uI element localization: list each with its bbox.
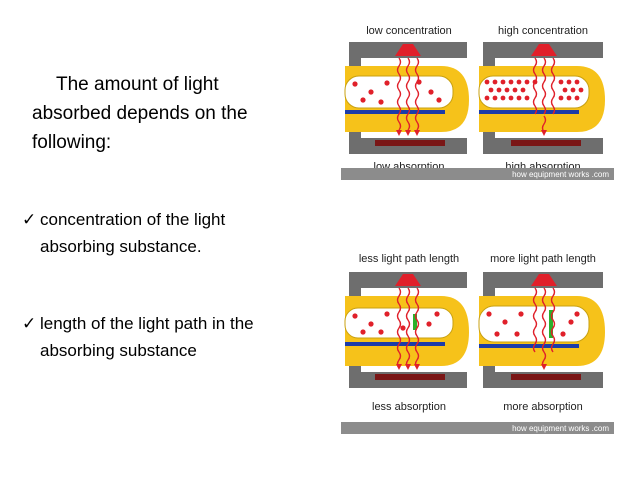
clamp-shape	[483, 272, 603, 388]
figure-concentration-graphic: low concentration high concentration	[344, 25, 605, 173]
checkmark-icon: ✓	[22, 210, 37, 229]
bullet-line-1: length of the light path in the	[40, 314, 254, 333]
sensor-panel-more-path-length	[478, 272, 605, 388]
sample-tube	[344, 307, 454, 339]
bullet-line-2: absorbing substance.	[40, 237, 202, 256]
light-detector	[511, 374, 581, 380]
clamp-shape	[483, 42, 603, 154]
label-less-absorption: less absorption	[372, 401, 446, 413]
sensor-panel-low-concentration	[344, 42, 469, 154]
intro-line-1: The amount of light	[56, 74, 219, 95]
label-more-absorption: more absorption	[503, 401, 583, 413]
credit-text: how equipment works .com	[512, 170, 609, 179]
figure-concentration: low concentration high concentration	[341, 20, 614, 180]
light-detector	[375, 374, 445, 380]
credit-text: how equipment works .com	[512, 424, 609, 433]
bullet-concentration: ✓ concentration of the light absorbing s…	[22, 206, 322, 260]
clamp-shape	[349, 272, 467, 388]
bullet-path-length: ✓ length of the light path in the absorb…	[22, 310, 322, 364]
sample-tube	[344, 75, 454, 109]
label-high-concentration: high concentration	[498, 25, 588, 37]
label-less-light-path-length: less light path length	[359, 253, 459, 265]
figure-path-length-graphic: less light path length more light path l…	[344, 253, 605, 413]
label-more-light-path-length: more light path length	[490, 253, 596, 265]
sensor-panel-high-concentration	[478, 42, 605, 154]
light-emitter	[395, 274, 421, 286]
intro-line-2: absorbed depends on the	[32, 103, 248, 124]
light-detector	[511, 140, 581, 146]
light-emitter	[395, 44, 421, 56]
checkmark-icon: ✓	[22, 314, 37, 333]
sensor-panel-less-path-length	[344, 272, 469, 388]
intro-line-3: following:	[32, 132, 112, 153]
credit-bar: how equipment works .com	[341, 422, 614, 434]
figure-path-length: less light path length more light path l…	[341, 248, 614, 434]
bullet-line-2: absorbing substance	[40, 341, 197, 360]
light-detector	[375, 140, 445, 146]
intro-text: The amount of light absorbed depends on …	[32, 70, 322, 157]
label-low-concentration: low concentration	[366, 25, 452, 37]
clamp-shape	[349, 42, 467, 154]
path-length-marker	[413, 314, 417, 330]
path-length-marker	[549, 310, 553, 338]
credit-bar: how equipment works .com	[341, 168, 614, 180]
light-emitter	[531, 44, 557, 56]
light-emitter	[531, 274, 557, 286]
bullet-line-1: concentration of the light	[40, 210, 226, 229]
